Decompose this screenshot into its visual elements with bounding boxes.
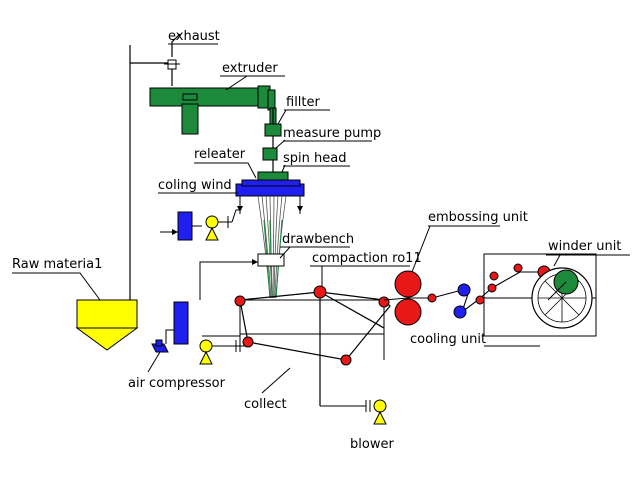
raw-material-label: Raw materia1 [12, 257, 102, 272]
embossing-unit [394, 270, 422, 326]
collect-blower [199, 339, 246, 365]
releater-label: releater [194, 147, 246, 162]
measure-pump [262, 147, 278, 161]
measure-pump-label: measure pump [283, 126, 381, 141]
exhaust-label: exhaust [168, 29, 220, 44]
air-compressor-label: air compressor [128, 376, 226, 391]
cooling-wind-label: coling wind [158, 178, 232, 193]
releater-leader [194, 162, 257, 179]
winder-unit-leader [553, 254, 561, 267]
quench-chamber [235, 179, 305, 214]
guide-roll-1 [427, 293, 437, 303]
winder-unit-label: winder unit [548, 239, 621, 254]
filter-label: fillter [286, 95, 321, 110]
air-compressor-leader [147, 351, 161, 373]
spin-head-label: spin head [283, 151, 346, 166]
compaction-roll-label: compaction ro11 [312, 251, 422, 266]
collect-leader [261, 367, 291, 394]
drawbench [199, 253, 285, 300]
collect-belt [239, 291, 391, 406]
collect-frame [202, 299, 385, 360]
filter [264, 123, 282, 137]
compaction-roll [313, 285, 327, 299]
cooling-unit-label: cooling unit [410, 332, 486, 347]
bottom-blower [320, 399, 387, 425]
extruder-label: extruder [222, 61, 278, 76]
blower-label: blower [350, 437, 394, 452]
drawbench-label: drawbench [282, 232, 354, 247]
embossing-unit-leader [411, 225, 431, 273]
collect-rollers [234, 295, 390, 366]
extruder-leader [225, 75, 248, 91]
exhaust-duct [129, 33, 181, 300]
cooling-unit [453, 283, 497, 319]
raw-material-leader [12, 272, 101, 301]
drawbench-leader [279, 246, 291, 259]
embossing-unit-label: embossing unit [428, 210, 528, 225]
raw-material-hopper [75, 299, 139, 351]
exhaust-valve-icon [164, 59, 180, 70]
collect-label: collect [244, 397, 287, 412]
winder-reel [531, 267, 593, 329]
extruder [149, 85, 277, 135]
filter-leader [277, 109, 287, 125]
air-compressor [151, 301, 189, 353]
cooling-wind-fan [160, 209, 240, 241]
winder-frame [483, 253, 597, 347]
